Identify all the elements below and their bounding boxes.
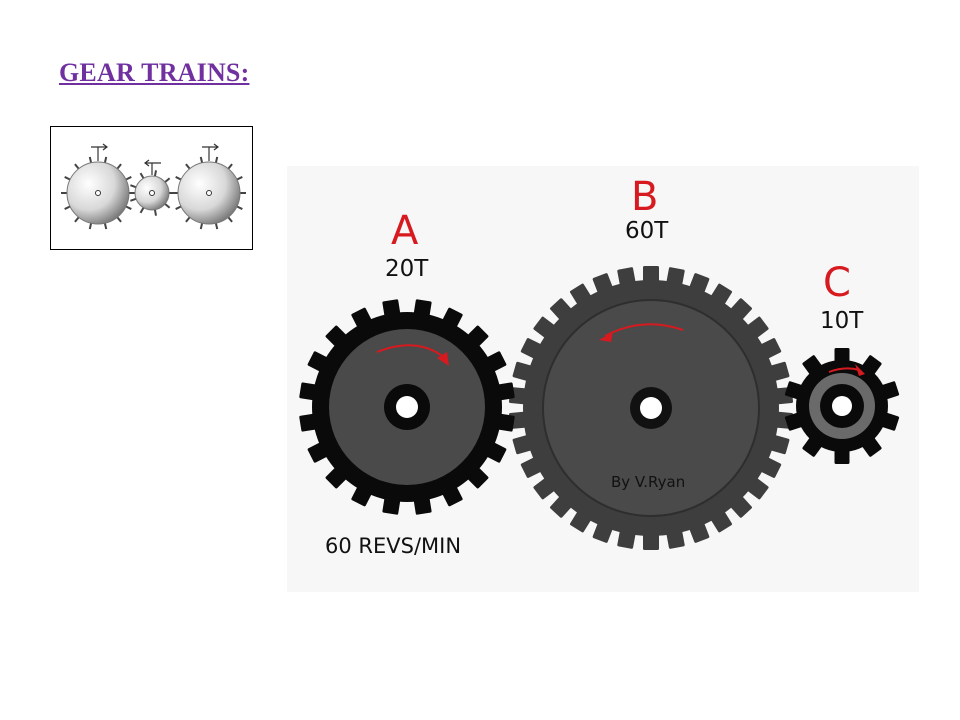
- gear-a: [299, 299, 515, 515]
- gear-a-letter: A: [391, 208, 419, 254]
- gear-c: [784, 348, 900, 464]
- gear-b-teeth-label: 60T: [625, 218, 669, 244]
- gear-a-teeth-label: 20T: [385, 256, 429, 282]
- gear-b: By V.Ryan: [508, 266, 794, 550]
- page-title: GEAR TRAINS:: [59, 58, 250, 87]
- arrow-head-b: [599, 332, 613, 342]
- gear-train-thumbnail: [50, 126, 253, 250]
- rotation-arrow-a: [376, 344, 446, 359]
- arrow-head-a: [437, 352, 449, 366]
- gear-b-letter: B: [631, 174, 658, 220]
- gear-train-diagram: By V.Ryan A 20T B 60T C 10T 60: [287, 166, 919, 592]
- rotation-arrow-c: [828, 367, 860, 373]
- arrow-head-c: [855, 364, 865, 376]
- credit-label: By V.Ryan: [611, 473, 685, 491]
- input-speed-label: 60 REVS/MIN: [325, 534, 461, 558]
- gear-c-letter: C: [823, 260, 851, 306]
- gear-c-teeth-label: 10T: [820, 308, 864, 334]
